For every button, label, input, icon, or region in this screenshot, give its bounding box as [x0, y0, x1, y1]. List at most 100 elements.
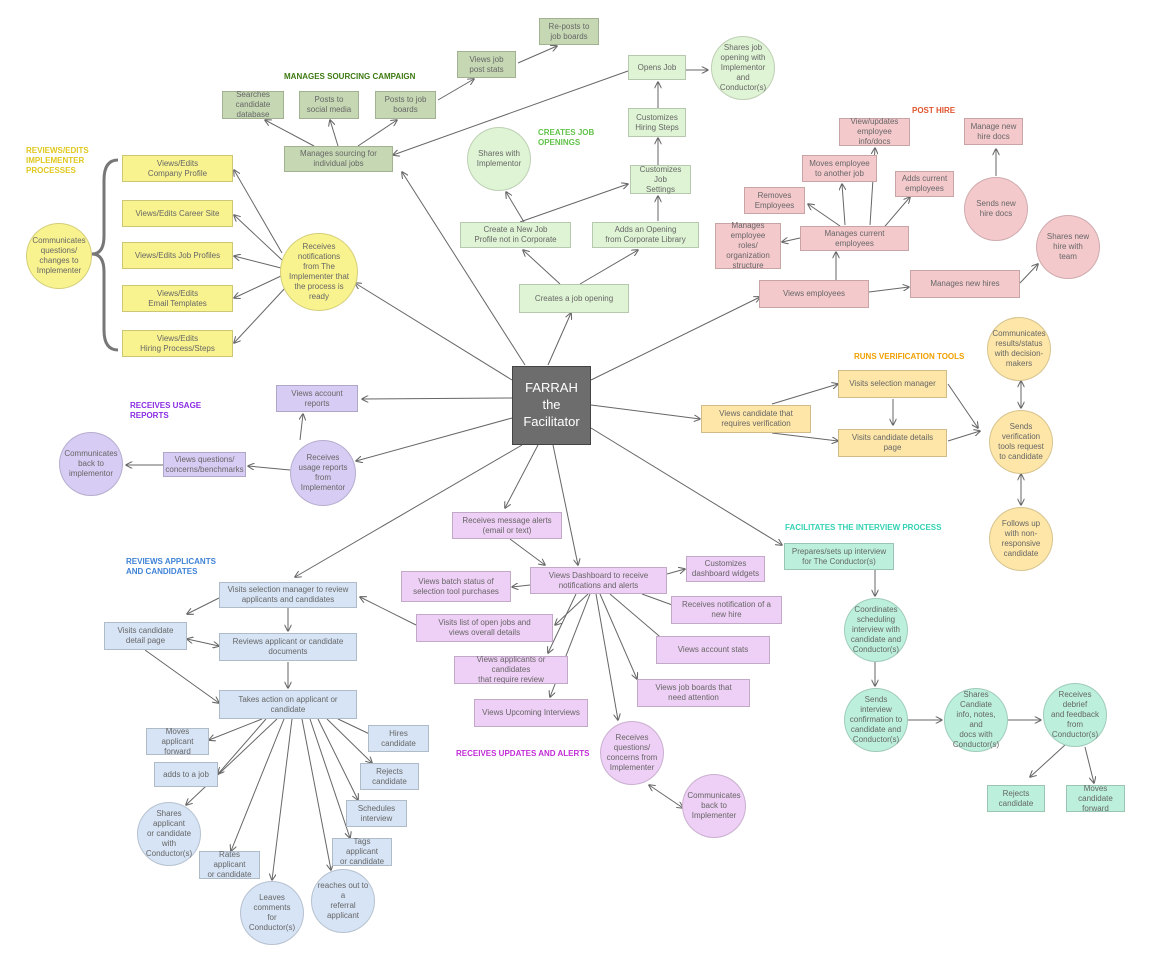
connector-arrow	[301, 718, 331, 870]
node-views-employees[interactable]: Views employees	[759, 280, 869, 308]
node-coordinates-scheduling[interactable]: Coordinates scheduling interview with ca…	[844, 598, 908, 662]
node-new-hire-notification[interactable]: Receives notification of a new hire	[671, 596, 782, 624]
node-batch-status[interactable]: Views batch status of selection tool pur…	[401, 571, 511, 602]
node-posts-social[interactable]: Posts to social media	[299, 91, 359, 119]
connector-arrow	[808, 204, 841, 227]
node-adds-employees[interactable]: Adds current employees	[895, 171, 954, 197]
node-shares-job-opening[interactable]: Shares job opening with Implementor and …	[711, 36, 775, 100]
node-selection-manager-review[interactable]: Visits selection manager to review appli…	[219, 582, 357, 608]
connector-arrow	[599, 593, 637, 679]
node-hires-candidate[interactable]: Hires candidate	[368, 725, 429, 752]
node-customizes-hiring-steps[interactable]: Customizes Hiring Steps	[628, 108, 686, 137]
node-upcoming-interviews[interactable]: Views Upcoming Interviews	[474, 699, 588, 727]
connector-arrow	[547, 313, 571, 366]
node-job-post-stats[interactable]: Views job post stats	[457, 51, 516, 78]
node-communicates-back[interactable]: Communicates back to Implementer	[682, 774, 746, 838]
node-creates-job-opening[interactable]: Creates a job opening	[519, 284, 629, 313]
connector-arrow	[771, 384, 838, 405]
connector-arrow	[555, 593, 589, 625]
node-receives-questions[interactable]: Receives questions/ concerns from Implem…	[600, 721, 664, 785]
node-posts-job-boards[interactable]: Posts to job boards	[375, 91, 436, 119]
node-rates-applicant[interactable]: Rates applicant or candidate	[199, 850, 260, 879]
node-message-alerts[interactable]: Receives message alerts (email or text)	[452, 512, 562, 539]
section-label-openings: CREATES JOB OPENINGS	[538, 128, 595, 147]
node-leaves-comments[interactable]: Leaves comments for Conductor(s)	[240, 881, 304, 945]
node-receives-usage-reports[interactable]: Receives usage reports from Implementor	[290, 440, 356, 506]
node-tags-applicant[interactable]: Tags applicant or candidate	[332, 837, 392, 866]
connector-arrow	[666, 569, 685, 575]
node-candidate-detail[interactable]: Visits candidate detail page	[104, 622, 187, 650]
node-company-profile[interactable]: Views/Edits Company Profile	[122, 155, 233, 182]
node-referral-applicant[interactable]: reaches out to a referral applicant	[311, 869, 375, 933]
node-follows-up-candidate[interactable]: Follows up with non- responsive candidat…	[989, 507, 1053, 571]
node-view-updates-employee[interactable]: View/updates employee info/docs	[839, 117, 910, 146]
node-views-dashboard[interactable]: Views Dashboard to receive notifications…	[530, 567, 667, 594]
node-communicates-implementer[interactable]: Communicates questions/ changes to Imple…	[26, 223, 92, 289]
node-account-stats[interactable]: Views account stats	[656, 636, 770, 664]
node-views-review-required[interactable]: Views applicants or candidates that requ…	[454, 655, 568, 684]
connector-arrow	[595, 593, 618, 720]
node-hiring-process[interactable]: Views/Edits Hiring Process/Steps	[122, 330, 233, 357]
node-communicates-implementor[interactable]: Communicates back to implementor	[59, 432, 123, 496]
node-moves-candidate-forward[interactable]: Moves candidate forward	[1066, 784, 1125, 813]
node-manages-sourcing[interactable]: Manages sourcing for individual jobs	[284, 146, 393, 172]
connector-arrow	[272, 718, 293, 880]
node-career-site[interactable]: Views/Edits Career Site	[122, 200, 233, 227]
node-moves-employee[interactable]: Moves employee to another job	[802, 155, 877, 182]
node-customizes-job-settings[interactable]: Customizes Job Settings	[630, 165, 691, 194]
node-views-benchmarks[interactable]: Views questions/ concerns/benchmarks	[163, 452, 246, 477]
node-moves-forward[interactable]: Moves applicant forward	[146, 727, 209, 756]
connector-arrow	[590, 427, 782, 545]
node-reviews-documents[interactable]: Reviews applicant or candidate documents	[219, 633, 357, 661]
connector-arrow	[234, 286, 287, 343]
connector-arrow	[842, 184, 845, 226]
node-email-templates[interactable]: Views/Edits Email Templates	[122, 285, 233, 312]
section-label-usage: RECEIVES USAGE REPORTS	[130, 401, 202, 420]
node-searches-database[interactable]: Searches candidate database	[222, 90, 284, 119]
section-label-updates: RECEIVES UPDATES AND ALERTS	[456, 749, 590, 758]
node-schedules-interview[interactable]: Schedules interview	[346, 800, 407, 827]
node-job-profiles[interactable]: Views/Edits Job Profiles	[122, 242, 233, 269]
node-adds-opening-library[interactable]: Adds an Opening from Corporate Library	[592, 222, 699, 248]
node-shares-applicant[interactable]: Shares applicant or candidate with Condu…	[137, 802, 201, 866]
node-manage-hire-docs[interactable]: Manage new hire docs	[964, 118, 1023, 145]
connector-arrow	[1019, 264, 1038, 284]
connector-arrow	[506, 192, 525, 223]
node-sends-confirmation[interactable]: Sends interview confirmation to candidat…	[844, 688, 908, 752]
connector-arrow	[362, 398, 513, 399]
node-sends-hire-docs[interactable]: Sends new hire docs	[964, 177, 1028, 241]
node-reposts[interactable]: Re-posts to job boards	[539, 18, 599, 45]
node-manages-roles[interactable]: Manages employee roles/ organization str…	[715, 221, 781, 270]
node-visits-details-page[interactable]: Visits candidate details page	[838, 429, 947, 457]
node-visits-selection-manager[interactable]: Visits selection manager	[838, 370, 947, 398]
node-prepares-interview[interactable]: Prepares/sets up interview for The Condu…	[784, 543, 894, 570]
node-views-candidate-verification[interactable]: Views candidate that requires verificati…	[701, 405, 811, 433]
node-removes-employees[interactable]: Removes Employees	[744, 187, 805, 214]
connector-arrow	[300, 414, 303, 441]
node-receives-implementer-notifications[interactable]: Receives notifications from The Implemen…	[280, 233, 358, 311]
node-rejects-candidate[interactable]: Rejects candidate	[360, 763, 419, 790]
node-shares-with-implementor[interactable]: Shares with Implementor	[467, 127, 531, 191]
node-communicates-results[interactable]: Communicates results/status with decisio…	[987, 317, 1051, 381]
node-shares-hire-team[interactable]: Shares new hire with team	[1036, 215, 1100, 279]
node-rejects-candidate-interview[interactable]: Rejects candidate	[987, 785, 1045, 812]
node-customizes-widgets[interactable]: Customizes dashboard widgets	[686, 556, 765, 582]
node-shares-candidate-info[interactable]: Shares Candiate info, notes, and docs wi…	[944, 688, 1008, 752]
node-receives-debrief[interactable]: Receives debrief and feedback from Condu…	[1043, 683, 1107, 747]
node-adds-to-job[interactable]: adds to a job	[154, 762, 218, 787]
node-job-boards-attention[interactable]: Views job boards that need attention	[637, 679, 750, 707]
node-manages-current-employees[interactable]: Manages current employees	[800, 226, 909, 251]
node-new-job-profile[interactable]: Create a New Job Profile not in Corporat…	[460, 222, 571, 248]
center-node-farrah[interactable]: FARRAH the Facilitator	[512, 366, 591, 445]
section-label-sourcing: MANAGES SOURCING CAMPAIGN	[284, 72, 416, 81]
connector-arrow	[309, 718, 350, 838]
connector-arrow	[231, 718, 285, 851]
node-manages-new-hires[interactable]: Manages new hires	[910, 270, 1020, 298]
node-sends-verification-request[interactable]: Sends verification tools request to cand…	[989, 410, 1053, 474]
node-opens-job[interactable]: Opens Job	[628, 55, 686, 80]
node-open-jobs-list[interactable]: Visits list of open jobs and views overa…	[416, 614, 553, 642]
connector-arrow	[248, 466, 291, 471]
connector-arrow	[234, 215, 283, 261]
node-takes-action[interactable]: Takes action on applicant or candidate	[219, 690, 357, 719]
node-account-reports[interactable]: Views account reports	[276, 385, 358, 412]
